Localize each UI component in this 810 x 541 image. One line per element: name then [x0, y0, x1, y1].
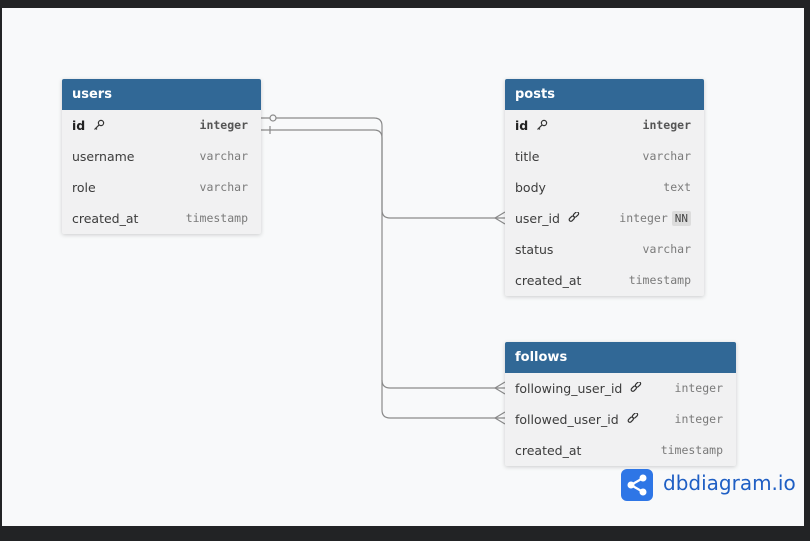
field-type-value: integer [619, 211, 668, 225]
brand-name: dbdiagram.io [663, 471, 796, 495]
field-name: followed_user_id [515, 412, 619, 427]
field-name: username [72, 149, 135, 164]
field-follows-created-at[interactable]: created_at timestamp [505, 435, 736, 466]
field-posts-status[interactable]: status varchar [505, 234, 704, 265]
field-name: title [515, 149, 540, 164]
field-type: varchar [642, 149, 691, 163]
field-users-created-at[interactable]: created_at timestamp [62, 203, 261, 234]
field-type: timestamp [628, 273, 691, 287]
field-name: created_at [515, 443, 582, 458]
field-name: created_at [72, 211, 139, 226]
rel-users-follows-followed [381, 380, 505, 419]
field-type: timestamp [660, 443, 723, 457]
link-icon [630, 374, 642, 405]
field-type: text [663, 180, 691, 194]
field-type: integer [199, 118, 248, 132]
field-name: created_at [515, 273, 582, 288]
field-type: timestamp [185, 211, 248, 225]
field-users-role[interactable]: role varchar [62, 172, 261, 203]
field-follows-followed-user-id[interactable]: followed_user_id integer [505, 404, 736, 435]
field-posts-created-at[interactable]: created_at timestamp [505, 265, 704, 296]
field-users-username[interactable]: username varchar [62, 141, 261, 172]
field-users-id[interactable]: id integer [62, 110, 261, 141]
key-icon [536, 111, 548, 142]
field-posts-title[interactable]: title varchar [505, 141, 704, 172]
field-name: body [515, 180, 546, 195]
link-icon [627, 405, 639, 436]
rel-users-posts [261, 117, 505, 219]
not-null-badge: NN [671, 211, 691, 226]
relationship-lines [261, 114, 506, 425]
table-posts[interactable]: posts id integer title varchar body text… [505, 79, 704, 296]
field-type: varchar [642, 242, 691, 256]
table-users[interactable]: users id integer username varchar role v… [62, 79, 261, 234]
link-icon [568, 204, 580, 235]
field-type: integer [674, 381, 723, 395]
field-follows-following-user-id[interactable]: following_user_id integer [505, 373, 736, 404]
field-name: following_user_id [515, 381, 623, 396]
field-name: role [72, 180, 96, 195]
field-posts-body[interactable]: body text [505, 172, 704, 203]
table-follows[interactable]: follows following_user_id integer follow… [505, 342, 736, 466]
table-header-posts[interactable]: posts [505, 79, 704, 110]
field-name: status [515, 242, 554, 257]
rel-users-follows-following [261, 129, 505, 389]
table-header-follows[interactable]: follows [505, 342, 736, 373]
field-type: varchar [199, 180, 248, 194]
diagram-canvas[interactable]: users id integer username varchar role v… [2, 8, 804, 526]
field-name: id [515, 118, 529, 133]
field-type: varchar [199, 149, 248, 163]
dbdiagram-logo-icon [621, 469, 653, 501]
field-type: integer [674, 412, 723, 426]
field-type: integer [642, 118, 691, 132]
field-name: user_id [515, 211, 560, 226]
key-icon [93, 111, 105, 142]
table-header-users[interactable]: users [62, 79, 261, 110]
field-posts-id[interactable]: id integer [505, 110, 704, 141]
field-name: id [72, 118, 86, 133]
